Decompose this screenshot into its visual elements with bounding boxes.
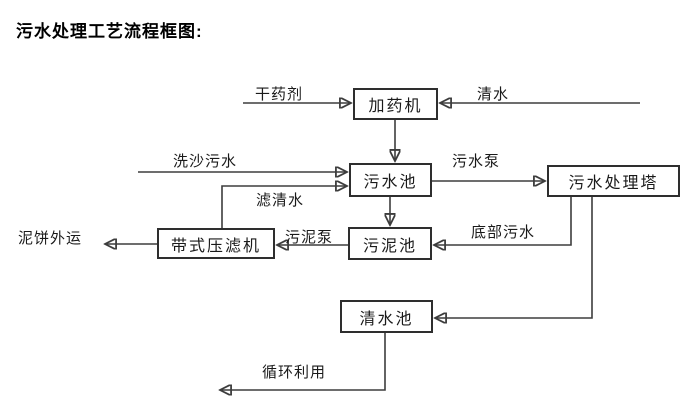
node-dosing-machine: 加药机 xyxy=(353,88,438,120)
flow-label-bottom-sewage: 底部污水 xyxy=(471,224,536,241)
diagram-title: 污水处理工艺流程框图: xyxy=(16,22,203,41)
arrow-tower-bottom-sewage-to-sludge-pool xyxy=(435,197,572,245)
node-clean-water-pool: 清水池 xyxy=(340,300,433,333)
arrow-filtered-water-to-sewage-pool xyxy=(221,186,346,228)
arrow-tower-to-clean-water-pool xyxy=(436,197,593,318)
flow-label-dry-chemical: 干药剂 xyxy=(255,86,304,103)
flow-label-sand-washing-sewage: 洗沙污水 xyxy=(173,153,238,170)
flow-label-mud-cake-out: 泥饼外运 xyxy=(18,230,83,247)
flow-label-filtered-water: 滤清水 xyxy=(256,192,305,209)
node-sewage-pool: 污水池 xyxy=(349,163,432,197)
flow-label-sludge-pump: 污泥泵 xyxy=(285,229,334,246)
arrow-clean-water-pool-to-recycle-use xyxy=(221,333,386,390)
node-belt-filter-press: 带式压滤机 xyxy=(157,228,275,259)
flow-label-sewage-pump: 污水泵 xyxy=(452,153,501,170)
flow-label-recycle-use: 循环利用 xyxy=(262,364,327,381)
flow-label-clean-water: 清水 xyxy=(477,86,510,103)
node-sludge-pool: 污泥池 xyxy=(348,227,432,260)
node-treatment-tower: 污水处理塔 xyxy=(547,165,680,197)
